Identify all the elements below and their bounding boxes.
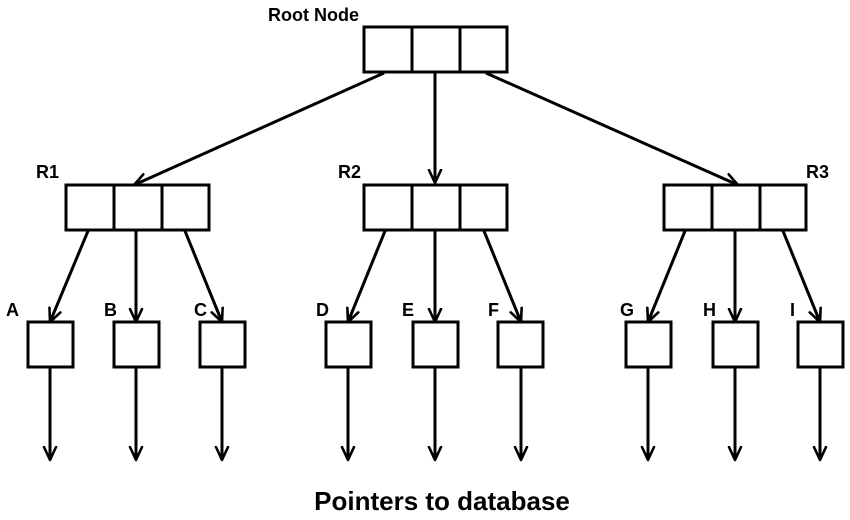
leaf-h-label: H [703,300,716,320]
caption: Pointers to database [314,486,570,516]
edge-r3-g [648,230,687,322]
edge-r1-c [183,230,222,322]
root-node-label: Root Node [268,5,359,25]
node-r2 [362,183,509,232]
leaf-i-label: I [790,300,795,320]
leaf-h [711,320,760,369]
edge-r2-d [348,230,387,322]
leaf-f-label: F [488,300,499,320]
leaf-b-label: B [104,300,117,320]
node-r3 [662,183,808,232]
leaf-i [796,320,845,369]
leaf-e-label: E [402,300,414,320]
root-node [362,25,509,74]
leaf-e [411,320,460,369]
leaf-d-label: D [316,300,329,320]
node-r2-label: R2 [338,162,361,182]
leaf-c-label: C [194,300,207,320]
leaf-c [198,320,247,369]
leaf-b [112,320,161,369]
edge-r1-a [50,230,90,322]
node-r1-label: R1 [36,162,59,182]
node-r1 [64,183,211,232]
leaf-g-label: G [620,300,634,320]
edge-root-r3 [485,71,738,185]
leaf-f [496,320,545,369]
edge-root-r1 [134,71,385,185]
edge-r3-i [781,230,820,322]
node-r3-label: R3 [806,162,829,182]
leaf-g [624,320,673,369]
leaf-d [324,320,373,369]
leaf-a-label: A [6,300,19,320]
edge-r2-f [482,230,521,322]
leaf-a [26,320,75,369]
